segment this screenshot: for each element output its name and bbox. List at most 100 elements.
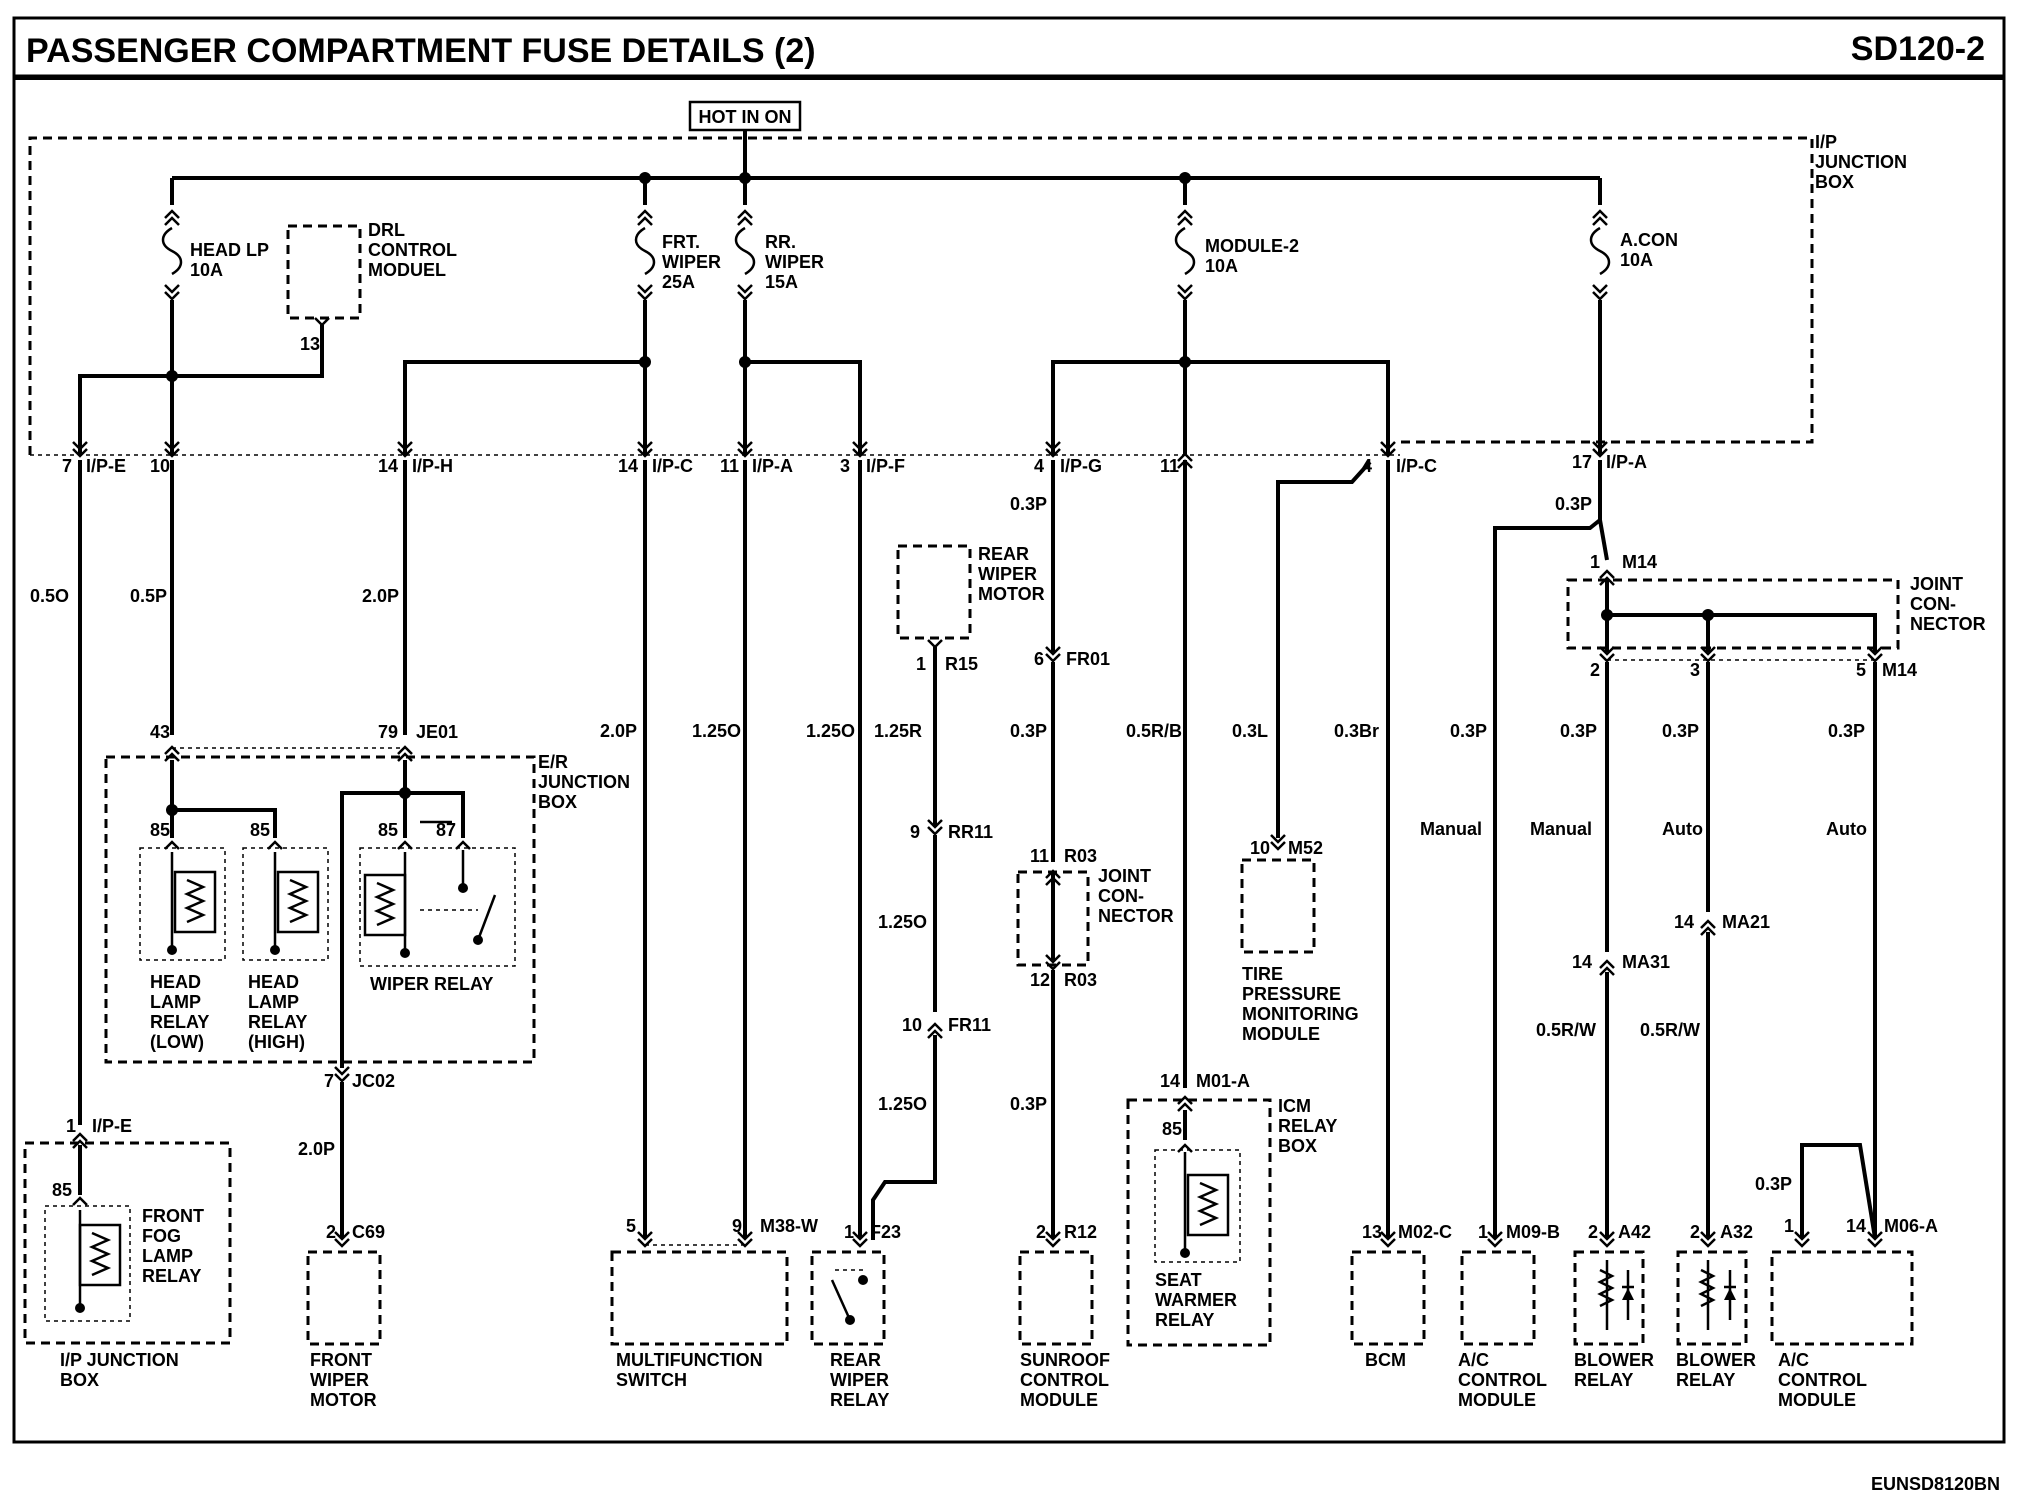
svg-text:JE01: JE01 (416, 722, 458, 742)
svg-text:M09-B: M09-B (1506, 1222, 1560, 1242)
rear-wiper-relay-box (810, 1250, 886, 1346)
bcm-box (1350, 1250, 1426, 1346)
svg-text:10: 10 (150, 456, 170, 476)
svg-text:0.3Br: 0.3Br (1334, 721, 1379, 741)
svg-text:12: 12 (1030, 970, 1050, 990)
svg-text:Manual: Manual (1530, 819, 1592, 839)
svg-text:13: 13 (300, 334, 320, 354)
tpms-box (1240, 858, 1316, 954)
ip-junction-box-label: I/P JUNCTION BOX (1815, 132, 1912, 192)
svg-text:1: 1 (1478, 1222, 1488, 1242)
svg-text:M02-C: M02-C (1398, 1222, 1452, 1242)
svg-text:R03: R03 (1064, 846, 1097, 866)
svg-text:14: 14 (618, 456, 638, 476)
svg-text:2: 2 (1588, 1222, 1598, 1242)
head-lamp-relay-low-box (139, 847, 226, 961)
ip-junction-box-outline (28, 136, 1814, 455)
sunroof-control-module-box (1018, 1250, 1094, 1346)
svg-text:0.3P: 0.3P (1010, 721, 1047, 741)
head-lamp-relay-high-box (242, 847, 329, 961)
svg-text:14: 14 (378, 456, 398, 476)
drl-control-module-box (286, 224, 362, 320)
svg-text:11: 11 (1030, 846, 1049, 866)
svg-text:2: 2 (326, 1222, 336, 1242)
svg-text:9: 9 (910, 822, 920, 842)
svg-text:R03: R03 (1064, 970, 1097, 990)
svg-text:A32: A32 (1720, 1222, 1753, 1242)
svg-text:14: 14 (1160, 1071, 1180, 1091)
svg-text:9: 9 (732, 1216, 742, 1236)
svg-text:11: 11 (1160, 456, 1179, 476)
footer-code: EUNSD8120BN (1871, 1474, 2000, 1494)
svg-text:1: 1 (1590, 552, 1600, 572)
svg-text:2: 2 (1690, 1222, 1700, 1242)
svg-text:1.25O: 1.25O (878, 912, 927, 932)
svg-text:I/P-F: I/P-F (866, 456, 905, 476)
svg-text:0.5R/B: 0.5R/B (1126, 721, 1182, 741)
svg-text:4: 4 (1034, 456, 1044, 476)
ip-junction-box-bottom (23, 1141, 232, 1345)
svg-text:RR11: RR11 (948, 822, 993, 842)
wiper-relay-label: WIPER RELAY (370, 974, 493, 994)
svg-text:6: 6 (1034, 649, 1044, 669)
front-fog-lamp-relay-box (44, 1205, 131, 1322)
svg-text:1.25O: 1.25O (878, 1094, 927, 1114)
svg-text:0.3P: 0.3P (1450, 721, 1487, 741)
svg-text:M14: M14 (1882, 660, 1917, 680)
svg-text:I/P-A: I/P-A (1606, 452, 1647, 472)
svg-text:0.3P: 0.3P (1010, 494, 1047, 514)
svg-text:2.0P: 2.0P (298, 1139, 335, 1159)
svg-text:2.0P: 2.0P (362, 586, 399, 606)
svg-text:I/P-H: I/P-H (412, 456, 453, 476)
svg-text:0.5R/W: 0.5R/W (1640, 1020, 1700, 1040)
svg-text:2.0P: 2.0P (600, 721, 637, 741)
svg-text:1: 1 (844, 1222, 854, 1242)
svg-text:FR11: FR11 (948, 1015, 991, 1035)
svg-text:Auto: Auto (1662, 819, 1703, 839)
svg-text:2: 2 (1590, 660, 1600, 680)
svg-text:C69: C69 (352, 1222, 385, 1242)
svg-text:MA21: MA21 (1722, 912, 1770, 932)
multifunction-switch-box (610, 1250, 789, 1346)
svg-text:1: 1 (1784, 1216, 1794, 1236)
svg-text:M14: M14 (1622, 552, 1657, 572)
svg-text:85: 85 (378, 820, 398, 840)
svg-text:0.3P: 0.3P (1662, 721, 1699, 741)
header-box (12, 16, 2006, 78)
bcm-label: BCM (1365, 1350, 1406, 1370)
svg-text:0.5R/W: 0.5R/W (1536, 1020, 1596, 1040)
svg-text:10: 10 (1250, 838, 1270, 858)
svg-text:Auto: Auto (1826, 819, 1867, 839)
svg-text:I/P-C: I/P-C (1396, 456, 1437, 476)
svg-text:85: 85 (52, 1180, 72, 1200)
svg-text:1.25O: 1.25O (806, 721, 855, 741)
svg-text:43: 43 (150, 722, 170, 742)
svg-text:0.3P: 0.3P (1010, 1094, 1047, 1114)
svg-text:85: 85 (1162, 1119, 1182, 1139)
svg-text:MA31: MA31 (1622, 952, 1670, 972)
svg-text:M06-A: M06-A (1884, 1216, 1938, 1236)
svg-text:5: 5 (626, 1216, 636, 1236)
svg-text:14: 14 (1846, 1216, 1866, 1236)
svg-text:M01-A: M01-A (1196, 1071, 1250, 1091)
svg-text:0.3P: 0.3P (1555, 494, 1592, 514)
svg-text:14: 14 (1674, 912, 1694, 932)
hot-in-on-label: HOT IN ON (699, 107, 792, 127)
svg-text:11: 11 (720, 456, 739, 476)
svg-text:7: 7 (324, 1071, 334, 1091)
